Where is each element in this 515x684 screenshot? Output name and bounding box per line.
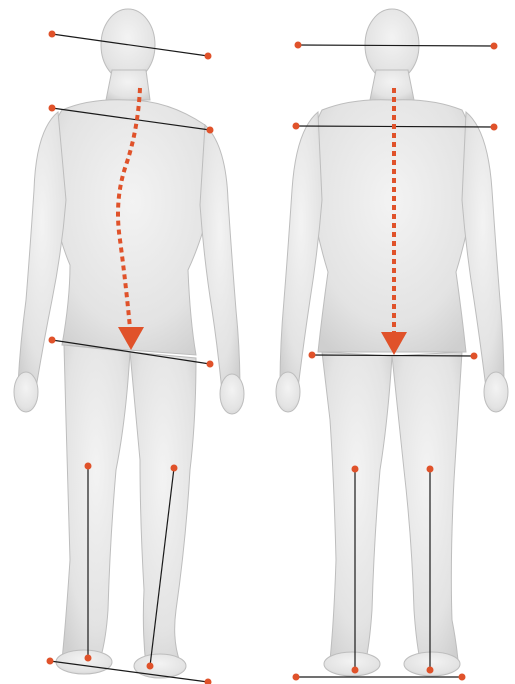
dot-marker-icon	[49, 337, 56, 344]
dot-marker-icon	[352, 667, 359, 674]
figure-left-right-foot	[134, 654, 186, 678]
figure-right-left-foot	[324, 652, 380, 676]
dot-marker-icon	[85, 655, 92, 662]
dot-marker-icon	[295, 42, 302, 49]
dot-marker-icon	[309, 352, 316, 359]
figure-left-torso	[50, 100, 216, 355]
dot-marker-icon	[293, 674, 300, 681]
figure-right-right-arm	[462, 112, 504, 388]
figure-left-left-arm	[18, 112, 66, 388]
figure-right-right-hand	[484, 372, 508, 412]
figure-left-left-foot	[56, 650, 112, 674]
dot-marker-icon	[207, 361, 214, 368]
dot-marker-icon	[459, 674, 466, 681]
dot-marker-icon	[293, 123, 300, 130]
dot-marker-icon	[147, 663, 154, 670]
figure-left-left-leg	[62, 345, 130, 660]
figure-left-neck	[106, 70, 150, 100]
dot-marker-icon	[352, 466, 359, 473]
figure-right-left-hand	[276, 372, 300, 412]
figure-left-left-hand	[14, 372, 38, 412]
dot-marker-icon	[471, 353, 478, 360]
figure-right-left-leg	[322, 352, 392, 660]
figure-right-right-leg	[392, 352, 462, 660]
figure-right-neck	[370, 70, 414, 100]
figure-right	[276, 9, 508, 681]
dot-marker-icon	[85, 463, 92, 470]
figure-right-left-arm	[280, 112, 322, 388]
dot-marker-icon	[47, 658, 54, 665]
dot-marker-icon	[49, 31, 56, 38]
figure-right-head-line	[298, 45, 494, 46]
figure-left-right-leg	[130, 352, 196, 666]
figure-left	[14, 9, 244, 684]
dot-marker-icon	[491, 43, 498, 50]
dot-marker-icon	[427, 667, 434, 674]
figure-left-right-arm	[200, 125, 240, 392]
dot-marker-icon	[49, 105, 56, 112]
dot-marker-icon	[427, 466, 434, 473]
dot-marker-icon	[207, 127, 214, 134]
dot-marker-icon	[205, 679, 212, 684]
dot-marker-icon	[171, 465, 178, 472]
dot-marker-icon	[205, 53, 212, 60]
dot-marker-icon	[491, 124, 498, 131]
figure-left-right-hand	[220, 374, 244, 414]
